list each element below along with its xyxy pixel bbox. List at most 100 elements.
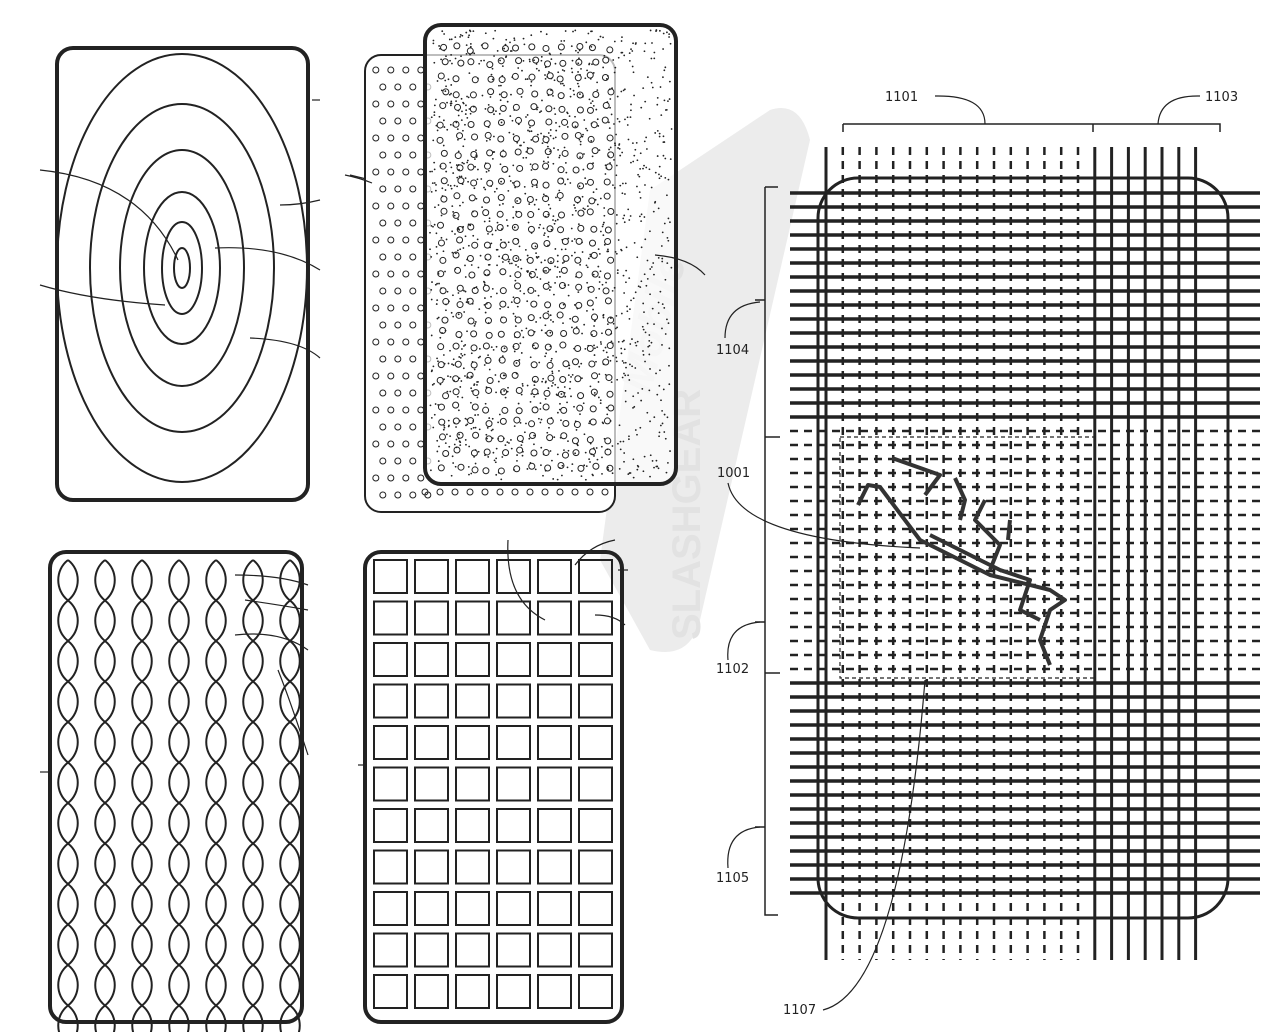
circle-dot (561, 149, 569, 157)
stipple-dot (659, 86, 662, 88)
circle-dot (590, 121, 598, 129)
circle-dot (574, 256, 582, 264)
stipple-dot (437, 460, 440, 462)
stipple-dot (476, 384, 478, 386)
leader-line (594, 614, 626, 626)
circle-dot (561, 237, 569, 245)
stipple-dot (549, 314, 552, 317)
leader-line (574, 539, 616, 566)
stipple-dot (430, 224, 433, 227)
circle-dot (587, 285, 595, 293)
circle-dot (484, 302, 492, 310)
stipple-dot (491, 157, 494, 160)
stipple-dot (450, 187, 453, 190)
stipple-dot (603, 54, 606, 57)
circle-dot (531, 375, 539, 383)
stipple-dot (433, 114, 436, 117)
stipple-dot (530, 34, 533, 37)
stipple-dot (579, 93, 581, 96)
stipple-dot (556, 276, 559, 278)
circle-dot (394, 287, 402, 295)
stipple-dot (437, 360, 439, 363)
stipple-dot (527, 129, 529, 132)
stipple-dot (469, 224, 472, 227)
stipple-dot (530, 393, 533, 395)
stipple-dot (575, 209, 577, 212)
stipple-dot (483, 220, 486, 223)
stipple-dot (516, 459, 518, 462)
stipple-dot (566, 401, 568, 404)
stipple-dot (499, 307, 502, 310)
stipple-dot (660, 399, 662, 402)
stipple-dot (444, 442, 447, 445)
stipple-dot (561, 464, 564, 467)
grid-cell (414, 974, 449, 1009)
grid-cell (578, 725, 613, 760)
circle-dot (379, 287, 387, 295)
stipple-dot (438, 282, 440, 285)
circle-dot (421, 488, 429, 496)
stipple-dot (578, 49, 581, 52)
stipple-dot (604, 373, 607, 376)
stipple-dot (528, 437, 531, 440)
stipple-dot (464, 417, 467, 420)
stipple-dot (547, 132, 550, 134)
stipple-dot (583, 323, 586, 326)
circle-dot (561, 451, 569, 459)
circle-dot (499, 104, 507, 112)
stipple-dot (453, 214, 456, 217)
stipple-dot (541, 380, 544, 383)
stipple-dot (615, 314, 618, 317)
circle-dot (394, 355, 402, 363)
circle-dot (606, 134, 614, 142)
stipple-dot (484, 108, 487, 110)
circle-dot (602, 358, 610, 366)
circle-dot (394, 117, 402, 125)
stipple-dot (584, 478, 587, 481)
stipple-dot (613, 187, 616, 189)
stipple-dot (462, 145, 465, 148)
stipple-dot (617, 147, 619, 149)
stipple-dot (502, 374, 505, 377)
circle-dot (409, 287, 417, 295)
stipple-dot (540, 418, 543, 421)
stipple-dot (554, 219, 557, 222)
circle-dot (606, 342, 614, 350)
stipple-dot (467, 36, 470, 39)
stipple-dot (592, 308, 594, 311)
circle-dot (590, 388, 598, 396)
stipple-dot (552, 215, 555, 218)
stipple-dot (664, 278, 667, 281)
stipple-dot (621, 360, 624, 362)
stipple-dot (457, 292, 460, 294)
stipple-dot (662, 388, 665, 391)
stipple-dot (459, 33, 462, 36)
circle-dot (574, 74, 582, 82)
stipple-dot (465, 443, 467, 446)
stipple-dot (496, 264, 498, 267)
stipple-dot (500, 238, 502, 241)
grid-cell (455, 808, 490, 843)
stipple-dot (549, 450, 552, 452)
circle-dot (559, 376, 567, 384)
stipple-dot (600, 343, 603, 345)
stipple-dot (564, 183, 567, 186)
stipple-dot (450, 84, 453, 86)
stipple-dot (626, 310, 629, 313)
stipple-dot (655, 465, 658, 468)
stipple-dot (598, 287, 601, 290)
circle-dot (372, 202, 380, 210)
stipple-dot (574, 115, 576, 118)
stipple-dot (533, 434, 535, 437)
circle-dot (456, 132, 464, 140)
stipple-dot (460, 97, 463, 100)
stipple-dot (620, 352, 623, 355)
stipple-dot (632, 297, 635, 300)
grid-cell (373, 974, 408, 1009)
stipple-dot (533, 59, 535, 62)
stipple-dot (466, 161, 469, 164)
stipple-dot (624, 361, 627, 364)
wave-line (205, 559, 218, 1032)
circle-dot (467, 163, 475, 171)
